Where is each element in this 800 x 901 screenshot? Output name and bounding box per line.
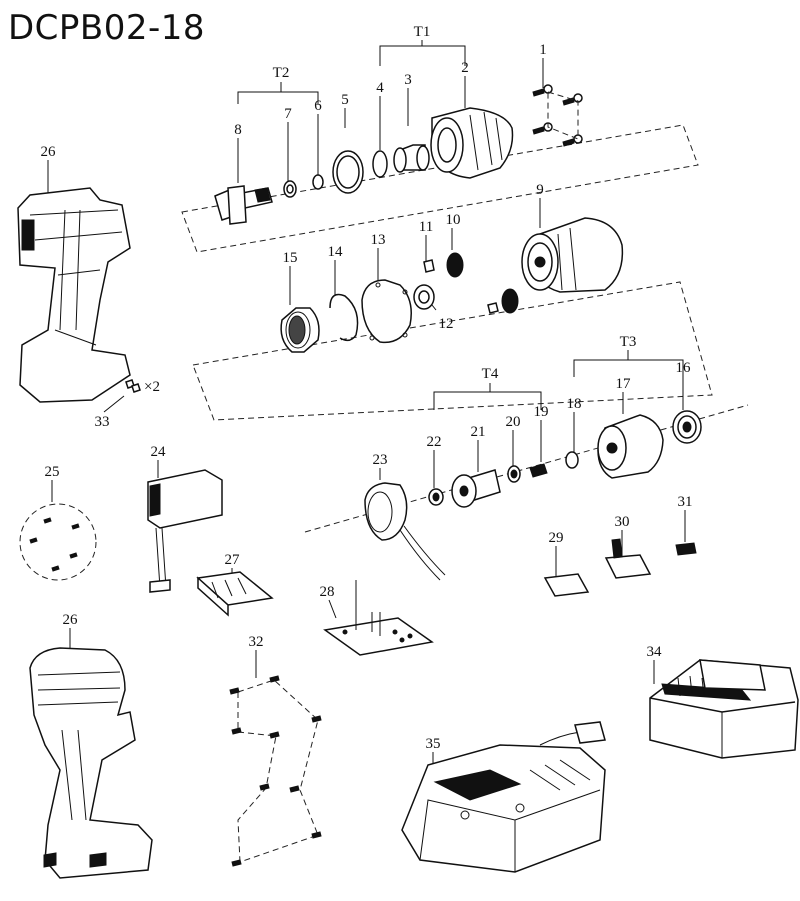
bushing-part-3 [393, 144, 430, 173]
gear-housing-part-2 [430, 107, 514, 179]
callout-19: 19 [534, 404, 549, 420]
callout-10: 10 [446, 212, 461, 228]
callout-33: 33 [95, 414, 110, 430]
washer-part-5 [332, 150, 364, 194]
screws-part-1 [532, 84, 583, 147]
callout-7: 7 [284, 106, 292, 122]
diagram-title: DCPB02-18 [8, 8, 206, 48]
callout-23: 23 [373, 452, 388, 468]
snap-ring-part-4 [372, 150, 388, 178]
callout-14: 14 [328, 244, 344, 260]
bearing-part-16 [672, 410, 702, 444]
callout-T2: T2 [273, 65, 290, 81]
motor-housing-part-17 [597, 414, 664, 479]
housing-half-part-26a [17, 187, 131, 403]
callout-12: 12 [439, 316, 454, 332]
spring-ring-part-14 [329, 293, 359, 342]
callout-labels: T1 T2 T3 T4 1 2 3 4 5 6 7 8 9 10 11 12 1… [41, 24, 693, 752]
callout-6: 6 [314, 98, 322, 114]
callout-13: 13 [371, 232, 386, 248]
callout-30: 30 [615, 514, 630, 530]
callout-20: 20 [506, 414, 521, 430]
callout-1: 1 [539, 42, 547, 58]
callout-T4: T4 [482, 366, 499, 382]
stator-part-23 [364, 482, 446, 581]
small-ring-part-18 [565, 451, 579, 469]
leader-lines [47, 58, 686, 770]
callout-22: 22 [427, 434, 442, 450]
label-disc-part-25 [19, 503, 97, 581]
planet-gear-part-10 [446, 252, 519, 314]
terminal-block-part-27 [196, 571, 274, 617]
pin-part-11 [423, 259, 499, 314]
o-ring-part-6 [312, 174, 324, 190]
callout-26b: 26 [63, 612, 79, 628]
callout-24: 24 [151, 444, 167, 460]
charger-part-35 [401, 721, 606, 873]
plate-part-30 [604, 538, 652, 579]
hammer-assembly-part-9 [521, 217, 624, 293]
housing-half-part-26b [29, 647, 153, 879]
callout-8: 8 [234, 122, 242, 138]
screws-part-33 [125, 379, 141, 393]
pcb-part-28 [323, 580, 434, 656]
callout-28: 28 [320, 584, 335, 600]
switch-part-24 [147, 469, 223, 593]
anvil-part-8 [214, 185, 273, 225]
callout-31: 31 [678, 494, 693, 510]
battery-part-34 [649, 659, 799, 759]
callout-16: 16 [676, 360, 692, 376]
bearing-part-20 [507, 465, 521, 483]
callout-T3: T3 [620, 334, 637, 350]
callout-4: 4 [376, 80, 384, 96]
washer-part-12 [413, 284, 435, 310]
callout-34: 34 [647, 644, 663, 660]
callout-26a: 26 [41, 144, 57, 160]
top-assembly-box [181, 124, 699, 253]
rotor-gear-part-19 [529, 463, 548, 478]
callout-35: 35 [426, 736, 441, 752]
callout-25: 25 [45, 464, 60, 480]
callout-18: 18 [567, 396, 582, 412]
bearing-part-22 [428, 488, 444, 506]
callout-32: 32 [249, 634, 264, 650]
callout-21: 21 [471, 424, 486, 440]
callout-5: 5 [341, 92, 349, 108]
callout-11: 11 [419, 219, 433, 235]
tab-part-31 [675, 542, 697, 556]
callout-27: 27 [225, 552, 241, 568]
gasket-part-13 [361, 279, 412, 344]
ring-part-7 [283, 180, 297, 198]
group-brackets [237, 40, 684, 410]
callout-3: 3 [404, 72, 412, 88]
callout-9: 9 [536, 182, 544, 198]
callout-2: 2 [461, 60, 469, 76]
ring-gear-part-15 [280, 307, 320, 353]
callout-T1: T1 [414, 24, 431, 40]
rotor-part-21 [451, 469, 501, 508]
middle-assembly-box [192, 281, 713, 421]
callout-17: 17 [616, 376, 632, 392]
callout-15: 15 [283, 250, 298, 266]
quantity-note: ×2 [144, 379, 160, 395]
callout-29: 29 [549, 530, 564, 546]
clip-part-29 [543, 573, 590, 597]
screws-part-32 [229, 675, 322, 867]
